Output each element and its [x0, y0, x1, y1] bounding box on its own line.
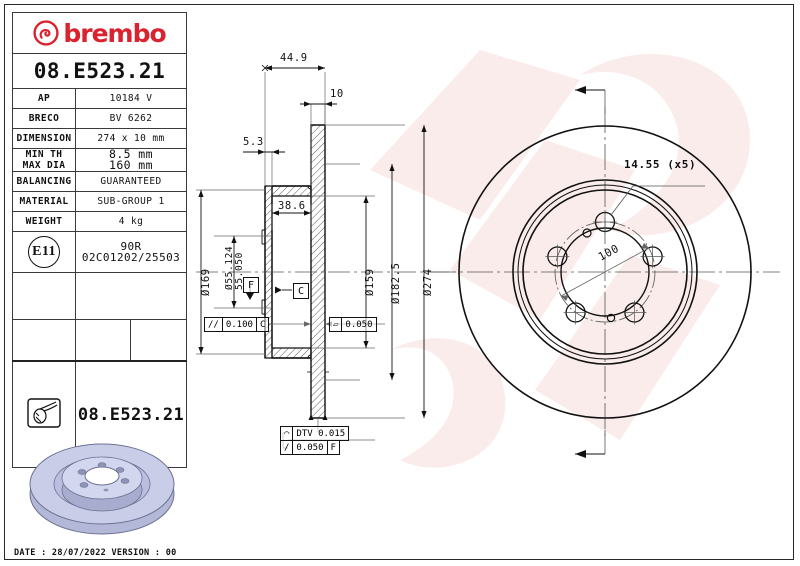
runout-value: 0.050	[292, 441, 326, 454]
dia-mid: Ø182.5	[390, 262, 402, 304]
flatness-symbol: ▱	[333, 319, 339, 330]
blank-cell	[75, 272, 187, 320]
table-row: BRECO BV 6262	[12, 108, 187, 129]
table-row: WEIGHT 4 kg	[12, 211, 187, 232]
row-value: 4 kg	[75, 211, 187, 232]
brake-disc-symbol-icon	[27, 398, 61, 428]
part-info-table: brembo 08.E523.21 AP 10184 V BRECO BV 62…	[12, 12, 187, 468]
bolt-hole-note: 14.55 (x5)	[624, 158, 697, 171]
part-number-cell: 08.E523.21	[12, 53, 187, 89]
e11-mark: E11	[28, 236, 60, 268]
homologation-line1: 90R	[120, 240, 142, 253]
row-label-pair: MIN TH MAX DIA	[12, 148, 76, 172]
row-value: SUB-GROUP 1	[75, 191, 187, 212]
row-value: 10184 V	[75, 88, 187, 109]
table-row: AP 10184 V	[12, 88, 187, 109]
tolerance-dtv: ⌒ DTV 0.015	[280, 426, 350, 441]
datum-f: F	[243, 277, 259, 293]
blank-cell	[74, 319, 132, 362]
row-value-pair: 8.5 mm 160 mm	[75, 147, 187, 172]
blank-row-1	[12, 272, 187, 320]
logo-row: brembo	[12, 12, 187, 54]
row-label: MIN TH	[25, 149, 63, 160]
dia-inner-friction: Ø159	[364, 268, 376, 296]
row-value: GUARANTEED	[75, 171, 187, 192]
dtv-symbol: ⌒	[284, 428, 290, 439]
table-row: DIMENSION 274 x 10 mm	[12, 128, 187, 149]
homologation-row: E11 90R 02C01202/25503	[12, 231, 187, 273]
part-number-row: 08.E523.21	[12, 53, 187, 89]
row-label-2: MAX DIA	[22, 160, 66, 171]
flatness-value: 0.050	[341, 318, 375, 331]
homologation-line2: 02C01202/25503	[81, 251, 181, 264]
row-label: DIMENSION	[12, 128, 76, 149]
blank-cell	[130, 319, 187, 362]
tolerance-parallelism: // 0.100 C	[204, 317, 270, 332]
part-number: 08.E523.21	[33, 59, 166, 83]
runout-symbol: /	[284, 442, 290, 453]
tolerance-flatness: ▱ 0.050	[329, 317, 377, 332]
dim-hat-height: 38.6	[278, 200, 306, 212]
datum-c: C	[293, 283, 309, 299]
row-value: 274 x 10 mm	[75, 128, 187, 149]
blank-cell	[12, 272, 76, 320]
dim-hat-offset: 5.3	[243, 136, 264, 148]
row-label: AP	[12, 88, 76, 109]
table-row-minth-maxdia: MIN TH MAX DIA 8.5 mm 160 mm	[12, 147, 187, 172]
parallelism-symbol: //	[208, 319, 219, 330]
runout-datum: F	[326, 441, 339, 454]
row-value-2: 160 mm	[109, 158, 153, 172]
dia-outer: Ø274	[422, 268, 434, 296]
table-row: BALANCING GUARANTEED	[12, 171, 187, 192]
tolerance-runout: / 0.050 F	[280, 440, 340, 455]
brand-logo-cell: brembo	[12, 12, 187, 54]
row-label: BALANCING	[12, 171, 76, 192]
brand-name: brembo	[63, 18, 166, 48]
dim-total-width: 44.9	[280, 52, 308, 64]
row-label: BRECO	[12, 108, 76, 129]
table-row: MATERIAL SUB-GROUP 1	[12, 191, 187, 212]
drawing-footer: DATE : 28/07/2022 VERSION : 00	[14, 548, 177, 558]
dtv-value: DTV 0.015	[292, 427, 348, 440]
homologation-mark-cell: E11	[12, 231, 76, 273]
dim-disc-thickness: 10	[330, 88, 344, 100]
blank-row-2	[12, 319, 187, 362]
brembo-logo-icon	[33, 20, 59, 46]
drawing-border	[4, 4, 794, 560]
dia-outer-hat: Ø169	[200, 268, 212, 296]
blank-cell	[12, 319, 76, 362]
part-number-bottom: 08.E523.21	[77, 404, 185, 425]
row-value: 8.5 mm	[109, 147, 153, 161]
parallelism-datum: C	[255, 318, 268, 331]
brake-disc-thumbnail-icon	[29, 443, 175, 535]
row-label: WEIGHT	[12, 211, 76, 232]
row-value: BV 6262	[75, 108, 187, 129]
parallelism-value: 0.100	[221, 318, 256, 331]
homologation-code-cell: 90R 02C01202/25503	[75, 231, 187, 273]
row-label: MATERIAL	[12, 191, 76, 212]
